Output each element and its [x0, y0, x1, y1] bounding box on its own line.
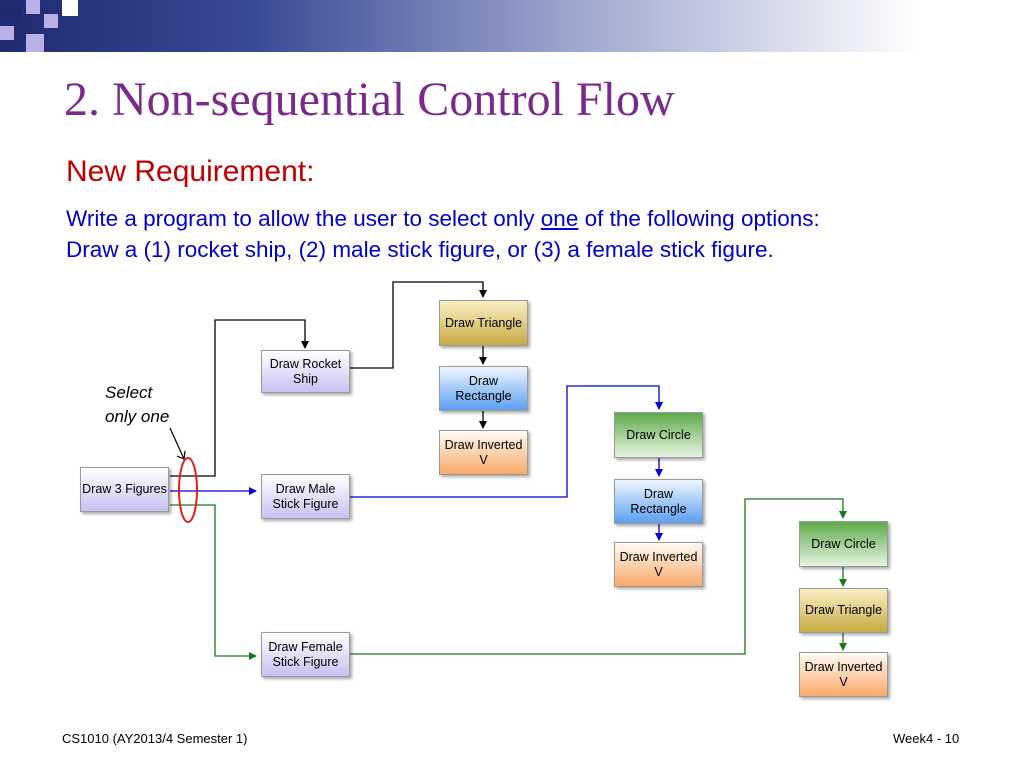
connector-rocket-steps — [350, 281, 487, 369]
selector-oval — [178, 457, 198, 523]
connector-male-steps — [350, 385, 663, 498]
male-rectangle-box: Draw Rectangle — [614, 479, 703, 524]
male-circle-box: Draw Circle — [614, 412, 703, 458]
requirement-line-1-start: Write a program to allow the user to sel… — [66, 206, 541, 231]
footer-course: CS1010 (AY2013/4 Semester 1) — [62, 731, 248, 746]
female-triangle-box: Draw Triangle — [799, 588, 888, 633]
rocket-inverted-v-box: Draw Inverted V — [439, 430, 528, 475]
connector-female-steps — [350, 498, 847, 655]
slide-title: 2. Non-sequential Control Flow — [64, 73, 675, 126]
note-line-2: only one — [105, 407, 170, 426]
female-circle-box: Draw Circle — [799, 521, 888, 567]
rocket-ship-box: Draw Rocket Ship — [261, 350, 350, 393]
requirement-heading: New Requirement: — [66, 155, 315, 188]
female-inverted-v-box: Draw Inverted V — [799, 652, 888, 697]
rocket-triangle-box: Draw Triangle — [439, 300, 528, 346]
annotation-pointer — [169, 427, 185, 460]
male-stick-figure-box: Draw Male Stick Figure — [261, 474, 350, 519]
requirement-underlined-word: one — [540, 206, 579, 231]
male-inverted-v-box: Draw Inverted V — [614, 542, 703, 587]
requirement-line-1: Write a program to allow the user to sel… — [66, 203, 996, 234]
requirement-body: Write a program to allow the user to sel… — [66, 203, 996, 265]
requirement-line-1-end: of the following options: — [578, 206, 820, 231]
select-only-one-note: Select only one — [105, 381, 169, 429]
female-stick-figure-box: Draw Female Stick Figure — [261, 632, 350, 677]
start-box: Draw 3 Figures — [80, 467, 169, 512]
connector-to-female — [170, 504, 257, 660]
footer-page-number: Week4 - 10 — [893, 731, 960, 746]
requirement-line-2: Draw a (1) rocket ship, (2) male stick f… — [66, 237, 774, 262]
header-banner — [0, 0, 1024, 52]
rocket-rectangle-box: Draw Rectangle — [439, 366, 528, 411]
note-line-1: Select — [105, 383, 153, 402]
connector-to-rocket — [170, 319, 309, 477]
